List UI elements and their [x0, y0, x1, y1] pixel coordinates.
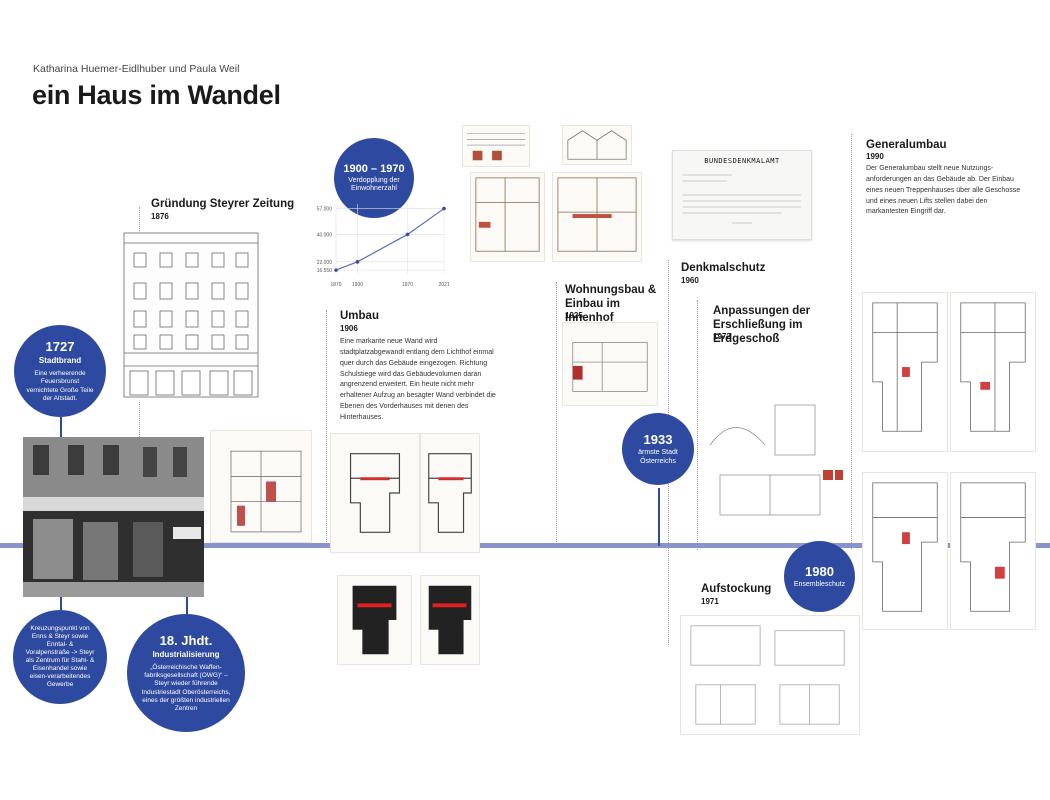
- plan-top-c: [470, 172, 545, 262]
- chart-point: [355, 260, 360, 264]
- event-year: 1933: [643, 432, 673, 448]
- milestone-desc: Der Generalumbau stellt neue Nutzungs-an…: [866, 165, 1021, 216]
- facade-drawing: [120, 231, 262, 401]
- plan-generalumbau-c: [862, 472, 948, 630]
- guide-line: [326, 310, 327, 546]
- guide-line: [851, 134, 852, 549]
- plan-generalumbau-b: [950, 292, 1036, 452]
- chart-series-line: [335, 208, 445, 271]
- event-desc: „Österreichische Waffen-fabriksgesellsch…: [141, 664, 231, 712]
- milestone-title-umbau: Umbau: [340, 310, 379, 322]
- milestone-title-aufstockung: Aufstockung: [701, 583, 772, 595]
- milestone-title-gruendung: Gründung Steyrer Zeitung: [151, 198, 295, 210]
- event-year: 1980: [805, 563, 834, 579]
- event-circle-industrialisierung: 18. Jhdt. Industrialisierung „Österreich…: [127, 614, 245, 732]
- authors: Katharina Huemer-Eidlhuber und Paula Wei…: [33, 63, 240, 75]
- chart-xtick-label: 1970: [402, 282, 413, 288]
- chart-point: [442, 206, 446, 211]
- plan-anpassungen-1972: [705, 385, 845, 530]
- timeline-line: [0, 543, 1050, 548]
- plan-floor-1906-d: [420, 575, 480, 665]
- chart-ytick-label: 57.000: [317, 207, 333, 213]
- event-title: ärmste Stadt Österreichs: [638, 449, 678, 465]
- event-title: Industrialisierung: [152, 650, 220, 660]
- chart-ytick-label: 22.000: [317, 260, 333, 266]
- milestone-year: 1925: [565, 311, 583, 320]
- stem: [658, 488, 660, 546]
- event-circle-einwohner: 1900 – 1970 Verdopplung der Einwohnerzah…: [334, 138, 414, 218]
- guide-line: [697, 300, 698, 550]
- event-circle-1933: 1933 ärmste Stadt Österreichs: [622, 413, 694, 485]
- plan-top-b: [562, 125, 632, 165]
- milestone-year: 1876: [151, 212, 169, 221]
- event-desc: Eine verheerende Feuersbrunst vernichtet…: [26, 370, 94, 402]
- event-circle-1980: 1980 Ensembleschutz: [784, 541, 855, 612]
- denkmalamt-document: BUNDESDENKMALAMT: [672, 150, 812, 240]
- chart-ytick-label: 40.000: [317, 232, 333, 238]
- event-circle-kreuzung: Kreuzungspunkt von Enns & Steyr sowie En…: [13, 610, 107, 704]
- milestone-year: 1972: [713, 332, 731, 341]
- milestone-year: 1971: [701, 597, 719, 606]
- plan-top-d: [552, 172, 642, 262]
- milestone-title-generalumbau: Generalumbau: [866, 139, 947, 151]
- chart-ytick-label: 16.550: [317, 268, 333, 274]
- chart-xtick-label: 1870: [330, 282, 341, 288]
- plan-aufstockung-1971: [680, 615, 860, 735]
- chart-xtick-label: 2021: [438, 282, 449, 288]
- historic-street-photo: [23, 437, 204, 597]
- chart-point: [405, 232, 410, 237]
- event-desc: Kreuzungspunkt von Enns & Steyr sowie En…: [25, 624, 95, 689]
- doc-header: BUNDESDENKMALAMT: [704, 157, 780, 165]
- stem: [60, 400, 62, 444]
- event-year: 18. Jhdt.: [159, 633, 213, 649]
- milestone-title-denkmalschutz: Denkmalschutz: [681, 262, 766, 274]
- page-title: ein Haus im Wandel: [32, 80, 281, 110]
- milestone-title-anpassungen: Anpassungen der Erschließung im Erdgesch…: [713, 305, 811, 345]
- plan-floor-1906-b: [420, 433, 480, 553]
- plan-section-1906: [210, 430, 312, 543]
- chart-xtick-label: 1900: [352, 282, 363, 288]
- event-title: Ensembleschutz: [793, 580, 846, 588]
- event-circle-stadtbrand: 1727 Stadtbrand Eine verheerende Feuersb…: [14, 325, 106, 417]
- milestone-year: 1960: [681, 276, 699, 285]
- guide-line: [556, 282, 557, 546]
- event-title: Stadtbrand: [38, 356, 82, 366]
- plan-generalumbau-a: [862, 292, 948, 452]
- plan-floor-1906-c: [337, 575, 412, 665]
- chart-point: [334, 268, 338, 272]
- milestone-year: 1906: [340, 324, 358, 333]
- plan-wohnungsbau-1925: [562, 322, 658, 406]
- milestone-title-wohnungsbau: Wohnungsbau & Einbau im Innenhof: [565, 284, 657, 324]
- population-chart-svg: 57.000 40.000 22.000 16.550 1870 1900 1970 2021: [317, 204, 450, 288]
- plan-floor-1906-a: [330, 433, 420, 553]
- event-title: Verdopplung der Einwohnerzahl: [348, 176, 400, 192]
- stem: [60, 590, 62, 620]
- event-year: 1900 – 1970: [343, 162, 405, 175]
- plan-top-a: [462, 125, 530, 167]
- population-chart: 57.000 40.000 22.000 16.550 1870 1900 1970 2021: [300, 196, 450, 296]
- milestone-desc: Eine markante neue Wand wird stadtplatza…: [340, 338, 496, 421]
- milestone-year: 1990: [866, 152, 884, 161]
- event-year: 1727: [45, 339, 75, 355]
- plan-generalumbau-d: [950, 472, 1036, 630]
